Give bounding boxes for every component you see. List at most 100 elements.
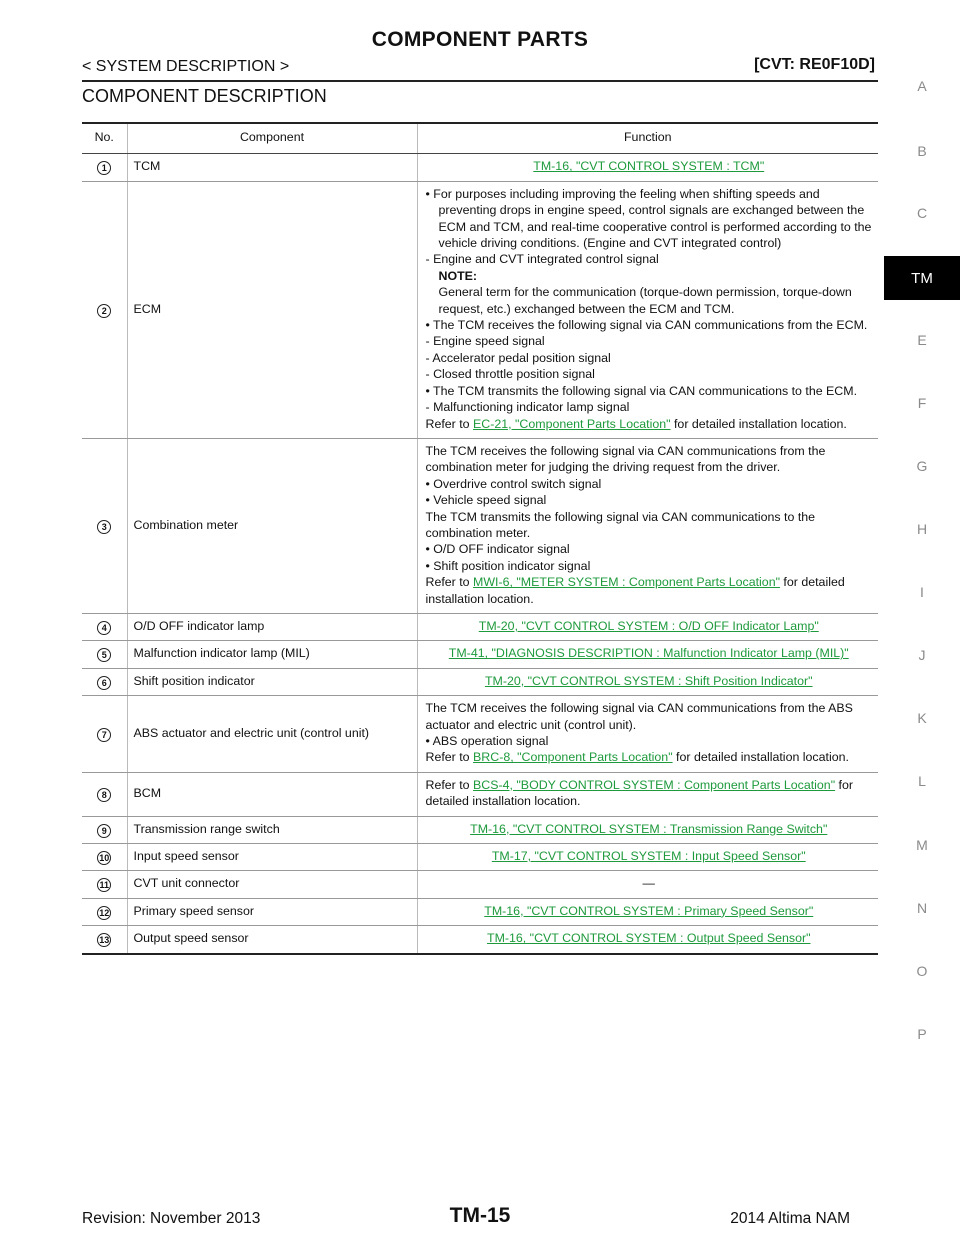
side-tab-p[interactable]: P <box>917 1026 927 1042</box>
component-name: TCM <box>126 153 417 182</box>
side-tab-f[interactable]: F <box>917 395 927 411</box>
function-line: The TCM transmits the following signal v… <box>425 509 816 540</box>
function-line: NOTE: <box>438 268 478 283</box>
function-line: - Malfunctioning indicator lamp signal <box>425 400 630 415</box>
component-name: Transmission range switch <box>126 816 417 845</box>
function-cell: TM-20, "CVT CONTROL SYSTEM : Shift Posit… <box>416 668 878 697</box>
row-number-cell: 1 <box>82 153 127 182</box>
component-name: Output speed sensor <box>126 925 417 955</box>
side-tab-m[interactable]: M <box>916 837 928 853</box>
reference-link[interactable]: BCS-4, "BODY CONTROL SYSTEM : Component … <box>473 777 836 792</box>
header-divider <box>82 80 878 82</box>
reference-link[interactable]: TM-16, "CVT CONTROL SYSTEM : Output Spee… <box>487 931 811 946</box>
refer-prefix: Refer to <box>425 750 474 765</box>
row-number-cell: 3 <box>82 438 127 614</box>
refer-prefix: Refer to <box>425 777 474 792</box>
reference-link[interactable]: TM-20, "CVT CONTROL SYSTEM : Shift Posit… <box>484 673 813 688</box>
side-tab-j[interactable]: J <box>918 647 926 663</box>
header-no: No. <box>82 122 127 155</box>
reference-link[interactable]: TM-16, "CVT CONTROL SYSTEM : Transmissio… <box>470 821 828 836</box>
reference-link[interactable]: EC-21, "Component Parts Location" <box>473 416 671 431</box>
side-tab-b[interactable]: B <box>917 143 927 159</box>
reference-link[interactable]: TM-16, "CVT CONTROL SYSTEM : Primary Spe… <box>484 903 814 918</box>
refer-line: Refer to BRC-8, "Component Parts Locatio… <box>426 749 873 765</box>
refer-line: Refer to EC-21, "Component Parts Locatio… <box>426 416 873 432</box>
component-name: ECM <box>126 181 417 439</box>
row-number-badge: 6 <box>97 675 112 690</box>
function-line: • Overdrive control switch signal <box>425 476 602 491</box>
function-line: General term for the communication (torq… <box>438 285 852 316</box>
row-number-cell: 4 <box>82 613 127 642</box>
reference-link[interactable]: TM-20, "CVT CONTROL SYSTEM : O/D OFF Ind… <box>478 618 819 633</box>
function-line: • O/D OFF indicator signal <box>425 542 570 557</box>
page-title: COMPONENT PARTS <box>371 28 589 51</box>
reference-link[interactable]: TM-16, "CVT CONTROL SYSTEM : TCM" <box>533 159 765 174</box>
row-number-badge: 1 <box>97 161 112 176</box>
reference-link[interactable]: TM-17, "CVT CONTROL SYSTEM : Input Speed… <box>491 849 806 864</box>
row-number-badge: 4 <box>97 620 112 635</box>
refer-prefix: Refer to <box>425 416 474 431</box>
page-number: TM-15 <box>449 1204 511 1227</box>
table-row: 9 Transmission range switch TM-16, "CVT CO… <box>82 816 878 845</box>
row-number-badge: 7 <box>97 727 112 742</box>
reference-link[interactable]: MWI-6, "METER SYSTEM : Component Parts L… <box>473 575 780 590</box>
row-number-badge: 3 <box>97 519 112 534</box>
component-name: ABS actuator and electric unit (control … <box>126 695 417 773</box>
function-cell: • For purposes including improving the f… <box>416 181 878 439</box>
side-tab-o[interactable]: O <box>916 963 928 979</box>
refer-suffix: for detailed installation location. <box>670 416 847 431</box>
function-cell: TM-16, "CVT CONTROL SYSTEM : Transmissio… <box>416 816 878 845</box>
function-text: — <box>642 876 655 891</box>
row-number-cell: 8 <box>82 772 127 817</box>
header-function: Function <box>416 122 878 155</box>
function-line: • The TCM transmits the following signal… <box>425 383 858 398</box>
row-number-badge: 8 <box>97 788 112 803</box>
function-line: - Engine and CVT integrated control sign… <box>425 252 659 267</box>
component-name: Input speed sensor <box>126 843 417 872</box>
component-name: Shift position indicator <box>126 668 417 697</box>
row-number-cell: 5 <box>82 640 127 669</box>
row-number-cell: 9 <box>82 816 127 845</box>
function-line: • For purposes including improving the f… <box>425 186 872 251</box>
function-line: - Engine speed signal <box>425 334 545 349</box>
side-tab-l[interactable]: L <box>918 773 926 789</box>
side-tab-g[interactable]: G <box>916 458 928 474</box>
function-cell: TM-17, "CVT CONTROL SYSTEM : Input Speed… <box>416 843 878 872</box>
function-cell: TM-20, "CVT CONTROL SYSTEM : O/D OFF Ind… <box>416 613 878 642</box>
table-row: 13 Output speed sensor TM-16, "CVT CONTROL… <box>82 925 878 955</box>
side-tab-i[interactable]: I <box>920 584 924 600</box>
side-tab-e[interactable]: E <box>917 332 927 348</box>
reference-link[interactable]: TM-41, "DIAGNOSIS DESCRIPTION : Malfunct… <box>448 646 849 661</box>
row-number-badge: 9 <box>97 823 112 838</box>
row-number-cell: 10 <box>82 843 127 872</box>
function-line: • ABS operation signal <box>425 734 549 748</box>
component-name: Malfunction indicator lamp (MIL) <box>126 640 417 669</box>
refer-prefix: Refer to <box>425 575 474 590</box>
side-tab-c[interactable]: C <box>916 205 928 221</box>
refer-suffix: for detailed installation location. <box>425 777 854 809</box>
refer-line: Refer to BCS-4, "BODY CONTROL SYSTEM : C… <box>426 777 873 810</box>
side-tab-h[interactable]: H <box>916 521 928 537</box>
row-number-badge: 10 <box>97 851 112 866</box>
function-line: • Vehicle speed signal <box>425 493 547 508</box>
side-tab-active-tm[interactable]: TM <box>884 256 960 300</box>
row-number-badge: 13 <box>97 933 112 948</box>
row-number-badge: 12 <box>97 905 112 920</box>
side-tab-a[interactable]: A <box>917 78 927 94</box>
function-line: • Shift position indicator signal <box>425 558 591 573</box>
table-row: 1 TCM TM-16, "CVT CONTROL SYSTEM : TCM" <box>82 153 878 182</box>
function-cell: Refer to BCS-4, "BODY CONTROL SYSTEM : C… <box>416 772 878 817</box>
row-number-cell: 13 <box>82 925 127 955</box>
side-tab-n[interactable]: N <box>916 900 928 916</box>
side-tab-k[interactable]: K <box>917 710 927 726</box>
reference-link[interactable]: BRC-8, "Component Parts Location" <box>473 750 673 765</box>
component-name: CVT unit connector <box>126 870 417 899</box>
function-line: • The TCM receives the following signal … <box>425 318 868 333</box>
table-row: 6 Shift position indicator TM-20, "CVT CON… <box>82 668 878 697</box>
refer-line: Refer to MWI-6, "METER SYSTEM : Componen… <box>426 574 873 607</box>
side-index: A B C TM E F G H I J K L M N O P <box>884 0 960 1242</box>
